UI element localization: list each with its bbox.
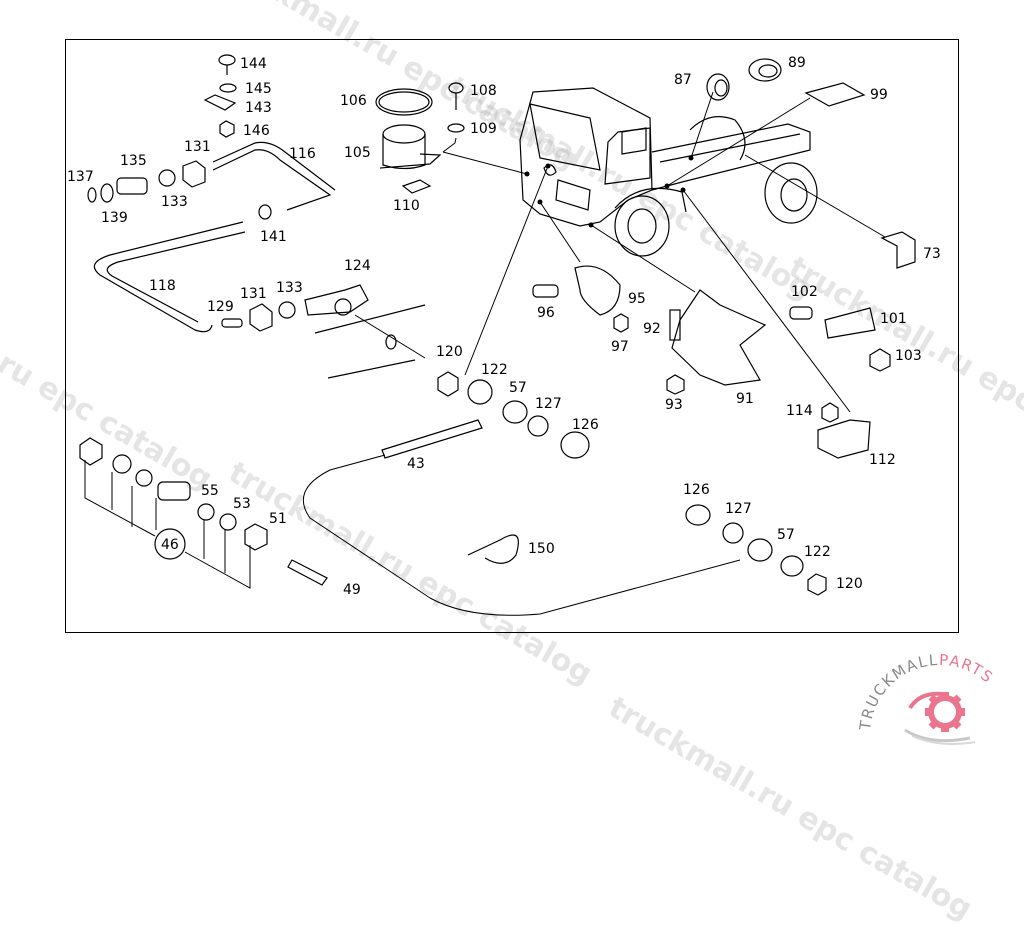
callout-53: 53	[233, 496, 251, 512]
callout-137: 137	[67, 169, 94, 185]
callout-127a: 127	[535, 396, 562, 412]
truckmallparts-logo: TRUCKMALLPARTS	[850, 650, 1024, 750]
callout-49: 49	[343, 582, 361, 598]
callout-135: 135	[120, 153, 147, 169]
callout-126a: 126	[572, 417, 599, 433]
callout-127b: 127	[725, 501, 752, 517]
callout-143: 143	[245, 100, 272, 116]
callout-141: 141	[260, 229, 287, 245]
callout-109: 109	[470, 121, 497, 137]
callout-46: 46	[161, 537, 179, 553]
callout-122b: 122	[804, 544, 831, 560]
callout-102: 102	[791, 284, 818, 300]
gear-icon	[905, 692, 975, 744]
callout-91: 91	[736, 391, 754, 407]
callout-118: 118	[149, 278, 176, 294]
callout-101: 101	[880, 311, 907, 327]
callout-106: 106	[340, 93, 367, 109]
callout-93: 93	[665, 397, 683, 413]
callout-92: 92	[643, 321, 661, 337]
callout-150: 150	[528, 541, 555, 557]
truck-illustration	[520, 88, 817, 256]
callout-112: 112	[869, 452, 896, 468]
callout-133b: 133	[276, 280, 303, 296]
callout-43: 43	[407, 456, 425, 472]
leader-lines	[443, 92, 885, 412]
callout-89: 89	[788, 55, 806, 71]
callout-108: 108	[470, 83, 497, 99]
callout-57b: 57	[777, 527, 795, 543]
callout-95: 95	[628, 291, 646, 307]
callout-114: 114	[786, 403, 813, 419]
logo-text-truckmall: TRUCKMALL	[856, 651, 939, 732]
callout-120b: 120	[836, 576, 863, 592]
callout-131b: 131	[240, 286, 267, 302]
callout-110: 110	[393, 198, 420, 214]
callout-51: 51	[269, 511, 287, 527]
svg-text:TRUCKMALLPARTS: TRUCKMALLPARTS	[856, 651, 997, 732]
callout-73: 73	[923, 246, 941, 262]
callout-96: 96	[537, 305, 555, 321]
callout-103: 103	[895, 348, 922, 364]
callout-87: 87	[674, 72, 692, 88]
callout-122a: 122	[481, 362, 508, 378]
callout-145: 145	[245, 81, 272, 97]
callout-129: 129	[207, 299, 234, 315]
callout-105: 105	[344, 145, 371, 161]
callout-97: 97	[611, 339, 629, 355]
callout-120a: 120	[436, 344, 463, 360]
callout-55: 55	[201, 483, 219, 499]
callout-146: 146	[243, 123, 270, 139]
callout-116: 116	[289, 146, 316, 162]
callout-131a: 131	[184, 139, 211, 155]
callout-99: 99	[870, 87, 888, 103]
logo-text-parts: PARTS	[939, 651, 997, 687]
callout-144: 144	[240, 56, 267, 72]
callout-126b: 126	[683, 482, 710, 498]
callout-124: 124	[344, 258, 371, 274]
callout-57a: 57	[509, 380, 527, 396]
callout-133a: 133	[161, 194, 188, 210]
callout-139: 139	[101, 210, 128, 226]
parts-diagram: 144 145 143 146 106 108 109 105 110 87 8…	[0, 0, 1024, 750]
